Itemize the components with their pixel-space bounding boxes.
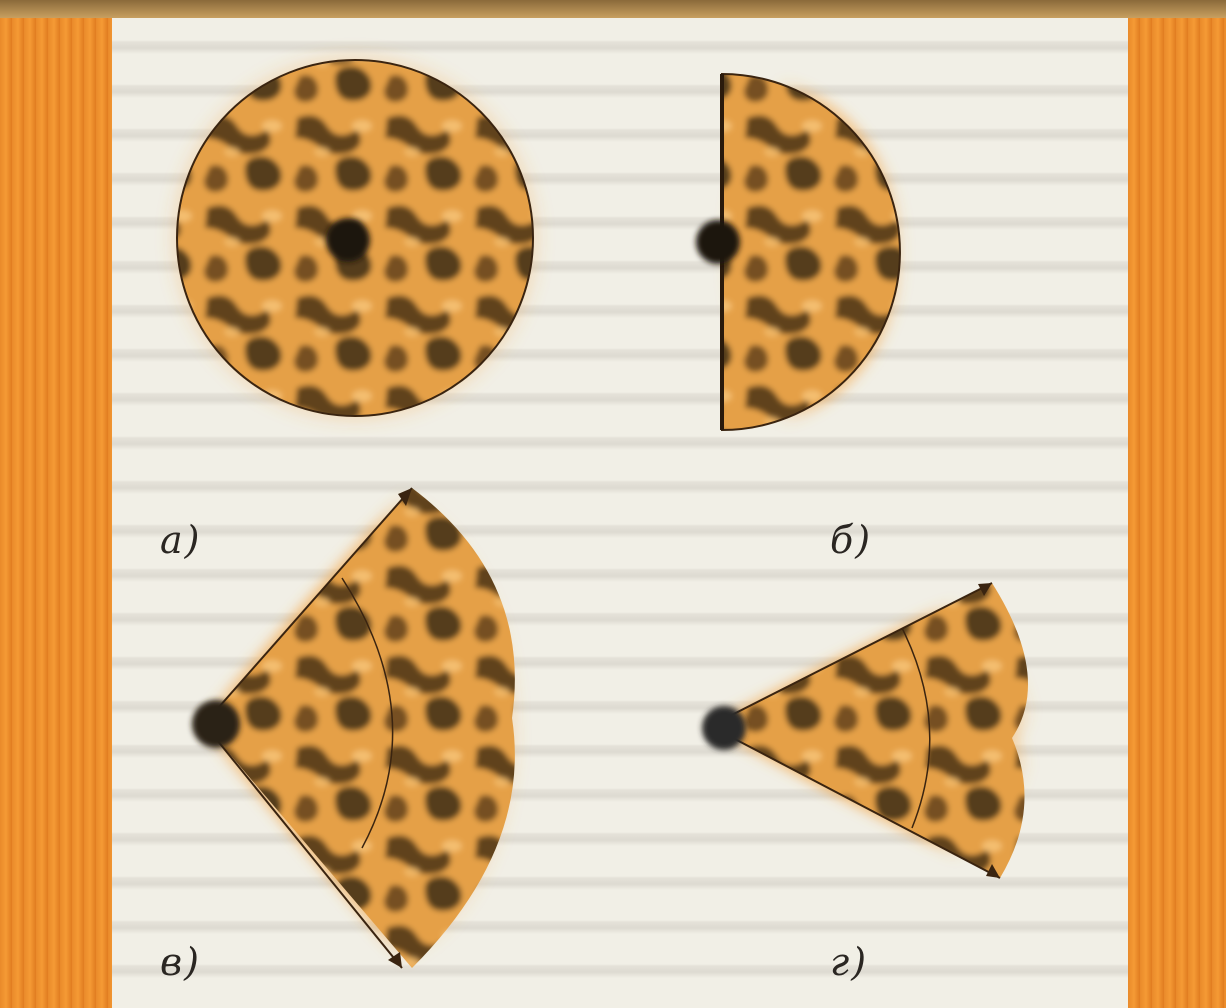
label-b: б) xyxy=(830,518,872,562)
label-v: в) xyxy=(160,940,201,984)
half-disc-icon xyxy=(696,68,912,438)
full-disc-icon xyxy=(163,46,547,430)
label-g: г) xyxy=(830,940,868,984)
label-a: а) xyxy=(160,518,201,562)
top-edge xyxy=(0,0,1226,18)
illustration-panel: а) б) в) г) xyxy=(112,18,1128,1008)
cone-sector-icon xyxy=(192,478,542,978)
figure-svg xyxy=(112,18,1128,1008)
narrow-cone-sector-icon xyxy=(702,578,1052,888)
